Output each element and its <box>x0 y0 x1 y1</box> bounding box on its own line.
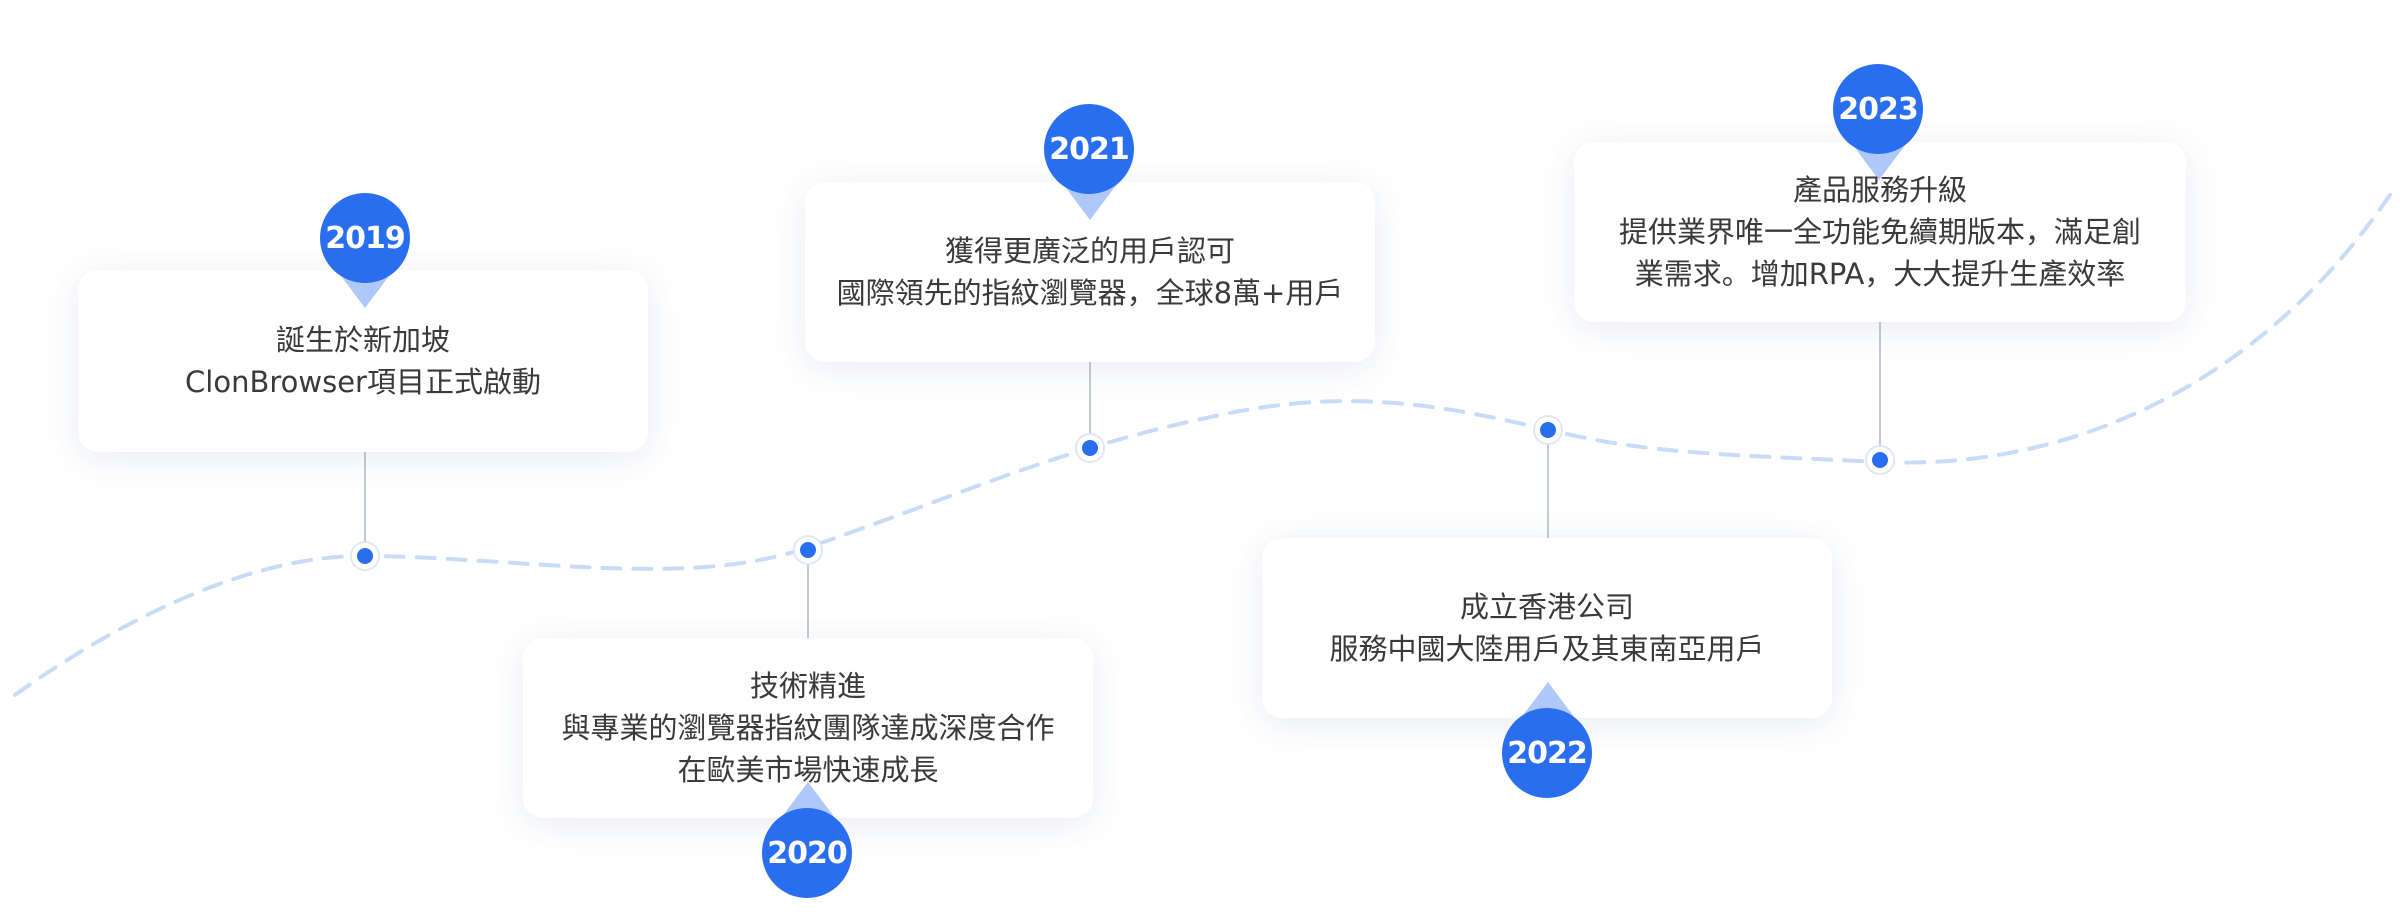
timeline-dot-2023 <box>1865 445 1895 475</box>
milestone-card-2023: 產品服務升級 提供業界唯一全功能免續期版本，滿足創 業需求。增加RPA，大大提升… <box>1574 142 2186 322</box>
timeline-dot-2019 <box>350 541 380 571</box>
year-badge-2019: 2019 <box>320 193 410 283</box>
year-badge-2022: 2022 <box>1502 708 1592 798</box>
milestone-description: 與專業的瀏覽器指紋團隊達成深度合作 <box>561 710 1055 745</box>
milestone-description: 國際領先的指紋瀏覽器，全球8萬+用戶 <box>836 276 1344 310</box>
milestone-description: ClonBrowser項目正式啟動 <box>185 365 541 399</box>
milestone-card-2022: 成立香港公司 服務中國大陸用戶及其東南亞用戶 <box>1262 538 1832 718</box>
milestone-title: 獲得更廣泛的用戶認可 <box>944 233 1235 268</box>
milestone-title: 誕生於新加坡 <box>275 322 450 357</box>
year-badge-2021: 2021 <box>1044 104 1134 194</box>
timeline-dot-2021 <box>1075 433 1105 463</box>
milestone-title: 產品服務升級 <box>1792 172 1967 207</box>
milestone-description: 業需求。增加RPA，大大提升生產效率 <box>1634 257 2126 292</box>
year-badge-2023: 2023 <box>1833 64 1923 154</box>
milestone-description: 服務中國大陸用戶及其東南亞用戶 <box>1329 632 1765 666</box>
timeline-dot-2022 <box>1533 415 1563 445</box>
milestone-card-2020: 技術精進 與專業的瀏覽器指紋團隊達成深度合作 在歐美市場快速成長 <box>523 638 1093 818</box>
milestone-card-2021: 獲得更廣泛的用戶認可 國際領先的指紋瀏覽器，全球8萬+用戶 <box>805 182 1375 362</box>
milestone-card-2019: 誕生於新加坡 ClonBrowser項目正式啟動 <box>78 270 648 452</box>
milestone-description: 提供業界唯一全功能免續期版本，滿足創 <box>1618 214 2141 249</box>
milestone-title: 技術精進 <box>749 668 866 703</box>
timeline-dot-2020 <box>793 535 823 565</box>
milestone-title: 成立香港公司 <box>1459 589 1634 624</box>
milestone-description: 在歐美市場快速成長 <box>677 753 939 788</box>
year-badge-2020: 2020 <box>762 808 852 898</box>
